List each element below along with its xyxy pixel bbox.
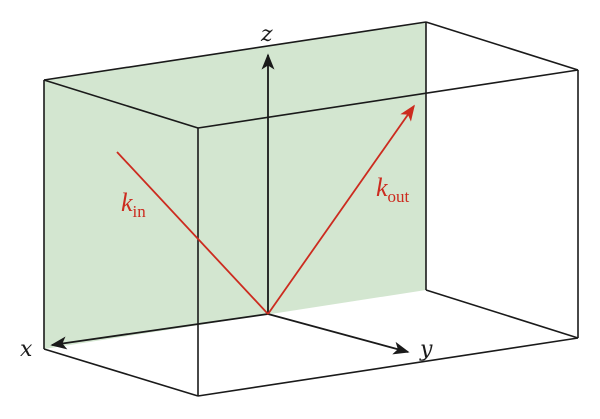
box-edge (43, 348, 199, 397)
k-in-vector (116, 151, 269, 315)
z-axis-label: z (260, 22, 273, 47)
x-axis-label: x (20, 337, 33, 362)
box-edge (43, 79, 199, 129)
k-out-label: kout (376, 173, 410, 206)
box-edge (197, 69, 579, 129)
y-axis (267, 313, 410, 355)
k-in-label: kin (121, 188, 146, 221)
wave-vectors (116, 104, 415, 315)
k-out-subscript: out (388, 187, 410, 206)
coordinate-axes (50, 53, 410, 355)
box-edge (425, 289, 579, 339)
k-out-vector (267, 104, 415, 315)
box-edge (197, 337, 579, 397)
box-frame (43, 21, 579, 397)
k-out-symbol: k (376, 173, 388, 202)
scattering-plane (44, 22, 426, 349)
x-axis (50, 313, 269, 350)
y-axis-label: y (419, 337, 433, 362)
k-in-symbol: k (121, 188, 133, 217)
box-edge (425, 21, 579, 71)
box-edge (43, 21, 427, 81)
k-in-subscript: in (133, 202, 147, 221)
